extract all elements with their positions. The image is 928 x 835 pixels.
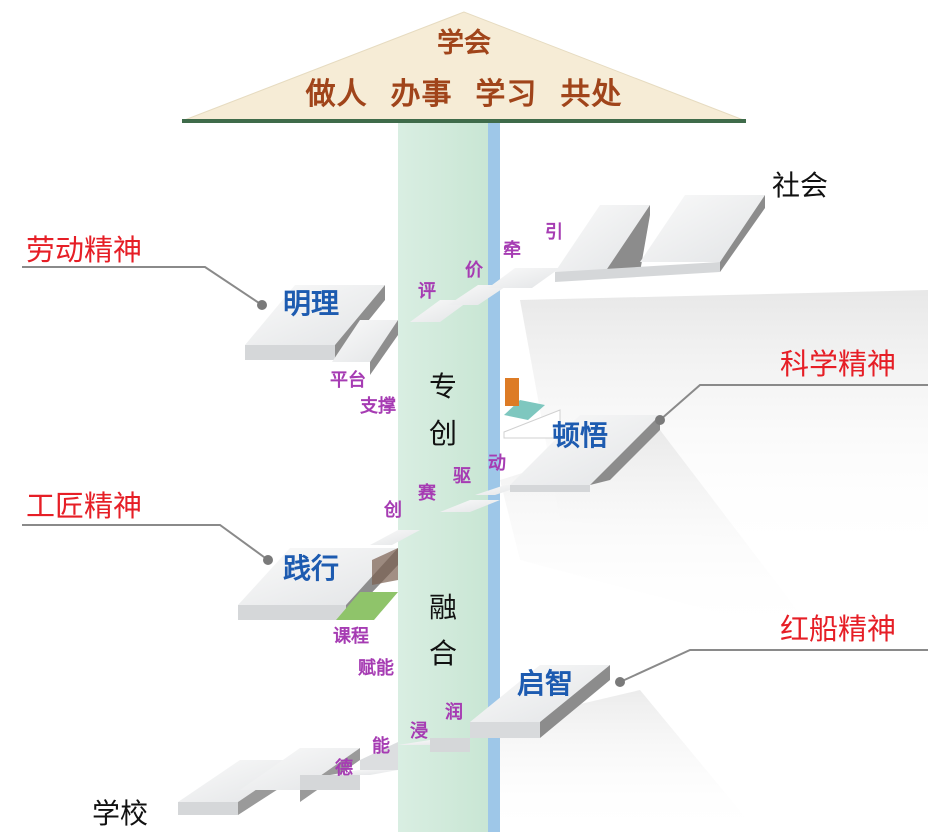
central-pillar (398, 120, 488, 832)
steps-bottom-left (178, 738, 470, 815)
label-funeng: 赋能 (358, 658, 394, 679)
roof-title: 学会 (437, 28, 491, 59)
stair-society (410, 195, 765, 322)
node-dunwu: 顿悟 (552, 419, 609, 452)
label-kecheng: 课程 (333, 626, 369, 647)
connector-science (659, 384, 928, 421)
dot-craftsman (263, 555, 273, 565)
step-ping: 评 (418, 281, 436, 302)
connector-redboat (619, 649, 928, 683)
step-yin: 引 (545, 222, 563, 243)
roof-subtitle: 做人 办事 学习 共处 (305, 77, 623, 112)
dot-labor (257, 300, 267, 310)
node-qizhi: 启智 (517, 667, 574, 700)
label-zhicheng: 支撑 (360, 396, 396, 417)
stair-qizhi (470, 665, 610, 738)
platform-jianxing (238, 548, 398, 620)
pillar-blue-edge (488, 120, 500, 832)
roof-base (182, 119, 746, 123)
spirit-redboat: 红船精神 (780, 612, 897, 646)
step-qian: 牵 (503, 240, 521, 261)
step-de: 德 (335, 758, 353, 779)
step-dong: 动 (488, 453, 506, 474)
end-society: 社会 (772, 169, 829, 202)
connector-craftsman (22, 524, 269, 561)
step-jia: 价 (465, 260, 483, 281)
step-chuang: 创 (384, 500, 402, 521)
connector-dots (257, 300, 665, 687)
end-school: 学校 (92, 797, 149, 830)
step-jin: 浸 (410, 721, 428, 742)
connector-labor (22, 266, 263, 306)
connectors (22, 266, 928, 683)
pillar-lower-2: 合 (429, 637, 458, 670)
pillar-upper-2: 创 (429, 417, 458, 450)
dot-redboat (615, 677, 625, 687)
dot-science (655, 415, 665, 425)
platform-mingli (245, 285, 398, 375)
step-run: 润 (445, 702, 463, 723)
step-neng: 能 (372, 736, 390, 757)
spirit-labor: 劳动精神 (26, 233, 143, 267)
node-jianxing: 践行 (283, 552, 340, 585)
label-pingtai: 平台 (330, 370, 366, 391)
spirit-science: 科学精神 (780, 347, 897, 381)
step-qu: 驱 (453, 466, 471, 487)
stair-dunwu (370, 378, 660, 545)
pillar-upper-1: 专 (429, 370, 458, 403)
spirit-craftsman: 工匠精神 (26, 489, 143, 523)
step-sai: 赛 (418, 483, 436, 504)
pillar-lower-1: 融 (429, 591, 458, 624)
node-mingli: 明理 (283, 287, 340, 320)
